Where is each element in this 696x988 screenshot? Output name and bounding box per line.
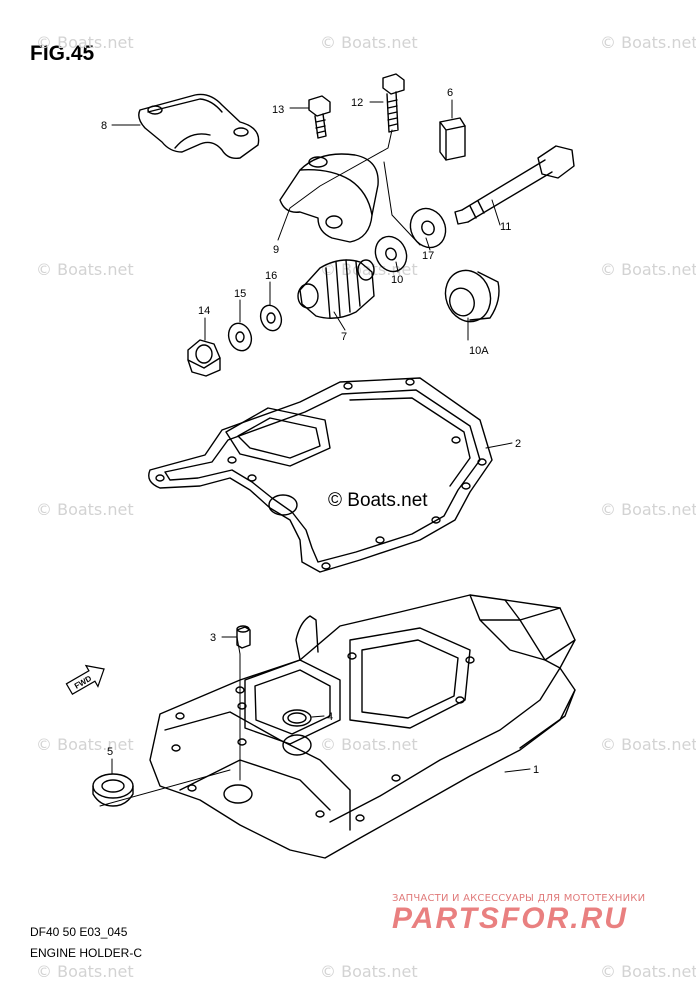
watermark: © Boats.net [600,260,696,279]
part-14-nut [187,339,221,377]
part-11-long-bolt [454,145,575,225]
brand-tagline: ЗАПЧАСТИ И АКСЕССУАРЫ ДЛЯ МОТОТЕХНИКИ [392,893,646,904]
watermark: © Boats.net [36,735,134,754]
callout-11: 11 [500,221,511,233]
part-15-washer [227,322,253,352]
part-8-clamp [138,93,260,160]
figure-name: ENGINE HOLDER-C [30,946,143,960]
watermark: © Boats.net [320,735,418,754]
callout-6: 6 [447,87,453,99]
part-17-washer [409,207,447,249]
part-1-engine-holder [149,594,576,859]
part-10-washer [374,235,408,273]
callout-7: 7 [341,331,347,343]
part-6-plate [439,117,466,161]
watermark: © Boats.net [600,735,696,754]
part-7-mount [297,259,375,319]
part-13-bolt [308,95,331,139]
callout-14: 14 [198,305,210,317]
callout-12: 12 [351,97,363,109]
watermark: © Boats.net [36,962,134,981]
callout-17: 17 [422,250,434,262]
callout-13: 13 [272,104,284,116]
part-12-bolt [382,73,405,133]
callout-3: 3 [210,632,216,644]
callout-10: 10 [391,274,403,286]
callout-2: 2 [515,438,521,450]
part-5-seal [92,773,134,807]
callout-10a: 10A [469,345,489,357]
figure-title: FIG.45 [30,42,95,65]
watermark: © Boats.net [36,33,134,52]
fwd-arrow-icon: FWD [65,664,105,696]
center-watermark: © Boats.net [326,490,430,512]
callout-4: 4 [327,711,333,723]
callout-16: 16 [265,270,277,282]
part-2-gasket [148,377,493,573]
watermark: © Boats.net [320,962,418,981]
watermark: © Boats.net [600,33,696,52]
part-4-oring [282,709,312,727]
part-9-bracket [279,153,379,243]
callout-1: 1 [533,764,539,776]
watermark: © Boats.net [36,260,134,279]
watermark: © Boats.net [36,500,134,519]
watermark: © Boats.net [320,33,418,52]
part-3-dowel-pin [236,625,251,649]
callout-15: 15 [234,288,246,300]
brand-wordmark: PARTSFOR.RU [392,902,628,935]
watermark: © Boats.net [600,962,696,981]
watermark: © Boats.net [600,500,696,519]
callout-9: 9 [273,244,279,256]
callout-5: 5 [107,746,113,758]
leader-lines [99,99,531,807]
brand-logo: ЗАПЧАСТИ И АКСЕССУАРЫ ДЛЯ МОТОТЕХНИКИ PA… [392,893,682,936]
part-16-washer [259,304,283,332]
callout-8: 8 [101,120,107,132]
part-10a-seal [444,269,500,323]
figure-code: DF40 50 E03_045 [30,925,128,939]
